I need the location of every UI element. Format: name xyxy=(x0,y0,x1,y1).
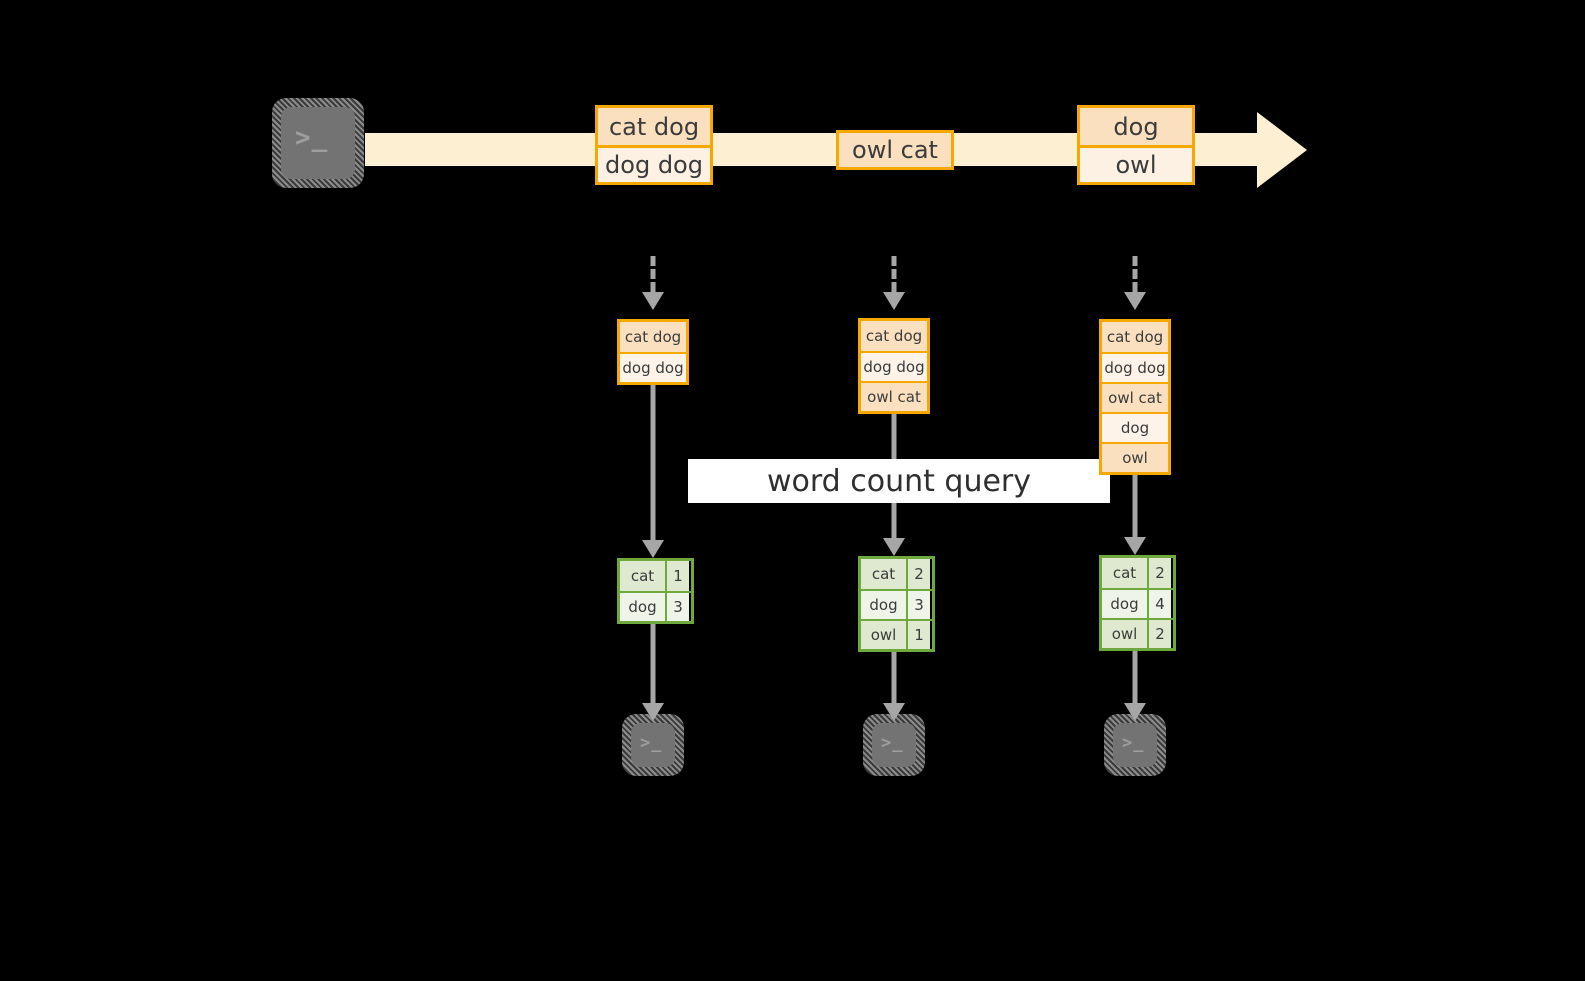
terminal-face xyxy=(872,723,916,767)
stream-event-line: owl xyxy=(1080,145,1192,182)
result-count: 3 xyxy=(665,593,689,621)
snapshot-1-sink-terminal-icon[interactable]: >_ xyxy=(622,714,684,776)
terminal-prompt-glyph: >_ xyxy=(1122,733,1145,753)
snapshot-3-result-table[interactable]: cat 2 dog 4 owl 2 xyxy=(1099,555,1176,651)
snapshot-1-input-table[interactable]: cat dog dog dog xyxy=(617,319,689,385)
result-count: 4 xyxy=(1147,590,1171,618)
input-row: dog dog xyxy=(1102,352,1168,382)
stream-band-arrowhead xyxy=(1257,112,1307,188)
result-row: cat 2 xyxy=(1102,558,1173,588)
result-row: owl 2 xyxy=(1102,618,1173,648)
result-word: dog xyxy=(1102,590,1147,618)
result-row: cat 2 xyxy=(861,559,932,589)
result-row: dog 3 xyxy=(620,591,691,621)
stream-event-line: cat dog xyxy=(598,108,710,145)
input-row: cat dog xyxy=(1102,322,1168,352)
source-terminal-icon[interactable]: >_ xyxy=(272,98,364,188)
snapshot-1-dashed-arrow xyxy=(632,256,674,312)
result-count: 2 xyxy=(1147,620,1171,648)
snapshot-3-query-arrow xyxy=(1114,475,1156,555)
result-count: 3 xyxy=(906,591,930,619)
input-row: owl cat xyxy=(1102,382,1168,412)
result-row: dog 4 xyxy=(1102,588,1173,618)
result-word: owl xyxy=(861,621,906,649)
result-row: cat 1 xyxy=(620,561,691,591)
stream-event-line: owl cat xyxy=(839,133,951,167)
result-word: dog xyxy=(620,593,665,621)
terminal-face xyxy=(281,107,355,179)
input-row: dog dog xyxy=(861,351,927,381)
result-count: 2 xyxy=(906,559,930,589)
result-count: 1 xyxy=(665,561,689,591)
snapshot-1-result-table[interactable]: cat 1 dog 3 xyxy=(617,558,694,624)
result-word: owl xyxy=(1102,620,1147,648)
input-row: dog dog xyxy=(620,352,686,382)
stream-event-2[interactable]: owl cat xyxy=(836,130,954,170)
result-word: cat xyxy=(1102,558,1147,588)
query-banner-label: word count query xyxy=(766,463,1032,499)
result-word: dog xyxy=(861,591,906,619)
query-banner: word count query xyxy=(688,459,1110,503)
terminal-prompt-glyph: >_ xyxy=(881,733,904,753)
stream-event-line: dog dog xyxy=(598,145,710,182)
terminal-face xyxy=(1113,723,1157,767)
snapshot-2-dashed-arrow xyxy=(873,256,915,312)
terminal-face xyxy=(631,723,675,767)
snapshot-3-dashed-arrow xyxy=(1114,256,1156,312)
snapshot-1-query-arrow xyxy=(632,384,674,558)
result-count: 2 xyxy=(1147,558,1171,588)
input-row: cat dog xyxy=(861,321,927,351)
result-row: owl 1 xyxy=(861,619,932,649)
snapshot-1-sink-arrow xyxy=(632,623,674,721)
snapshot-2-sink-arrow xyxy=(873,652,915,721)
snapshot-2-result-table[interactable]: cat 2 dog 3 owl 1 xyxy=(858,556,935,652)
snapshot-3-sink-arrow xyxy=(1114,651,1156,721)
stream-event-1[interactable]: cat dog dog dog xyxy=(595,105,713,185)
result-count: 1 xyxy=(906,621,930,649)
result-word: cat xyxy=(861,559,906,589)
input-row: owl cat xyxy=(861,381,927,411)
result-row: dog 3 xyxy=(861,589,932,619)
input-row: dog xyxy=(1102,412,1168,442)
input-row: owl xyxy=(1102,442,1168,472)
input-row: cat dog xyxy=(620,322,686,352)
snapshot-3-input-table[interactable]: cat dog dog dog owl cat dog owl xyxy=(1099,319,1171,475)
result-word: cat xyxy=(620,561,665,591)
terminal-prompt-glyph: >_ xyxy=(295,123,329,153)
terminal-prompt-glyph: >_ xyxy=(640,733,663,753)
stream-event-3[interactable]: dog owl xyxy=(1077,105,1195,185)
stream-event-line: dog xyxy=(1080,108,1192,145)
snapshot-2-input-table[interactable]: cat dog dog dog owl cat xyxy=(858,318,930,414)
snapshot-2-sink-terminal-icon[interactable]: >_ xyxy=(863,714,925,776)
snapshot-3-sink-terminal-icon[interactable]: >_ xyxy=(1104,714,1166,776)
